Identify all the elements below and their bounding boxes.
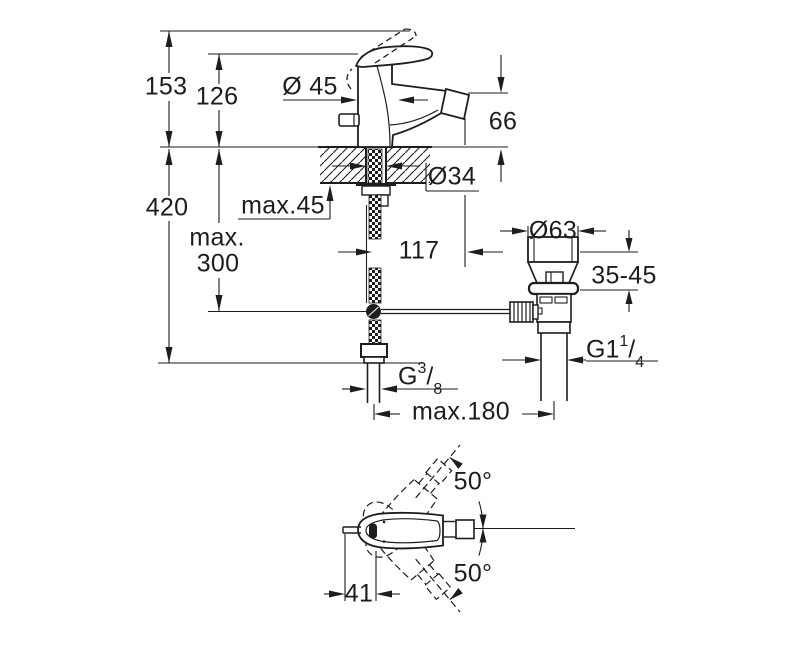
dim-label-max45: max.45 (241, 191, 325, 220)
g114-slash: / (628, 335, 636, 364)
lever-top-view-solid (342, 511, 575, 550)
dim-label-angle-top: 50° (453, 467, 493, 496)
drain-assembly (509, 236, 580, 401)
dim-label-max300-line1: max. (189, 223, 245, 252)
dim-label-g38: G3/8 (398, 360, 442, 398)
dim-label-diam34: Ø34 (427, 162, 477, 191)
dim-label-66: 66 (488, 107, 518, 136)
angle-arrowheads (449, 457, 487, 600)
supply-hose (356, 148, 396, 403)
dim-label-angle-bottom: 50° (453, 559, 493, 588)
dim-label-117: 117 (398, 236, 440, 265)
dim-label-max180: max.180 (412, 397, 510, 426)
g114-base: G1 (586, 335, 620, 364)
g38-denominator: 8 (433, 381, 443, 399)
dim-label-126: 126 (195, 82, 239, 111)
g38-slash: / (426, 362, 434, 391)
g114-denominator: 4 (635, 354, 645, 372)
dim-label-153: 153 (144, 72, 188, 101)
aerator (439, 87, 471, 121)
dim-label-420: 420 (145, 193, 189, 222)
dim-label-max300-line2: 300 (196, 249, 240, 278)
g114-numerator: 1 (619, 333, 629, 350)
dim-label-diam63: Ø63 (528, 216, 578, 245)
g38-numerator: 3 (417, 360, 427, 377)
handle-top-view (342, 444, 575, 613)
faucet-side-view (338, 28, 471, 148)
lever-raised-dashed (346, 28, 417, 90)
dim-label-diam45: Ø 45 (282, 72, 338, 101)
dimension-arrowheads (165, 31, 633, 598)
dimension-lines (168, 31, 658, 601)
dim-label-g114: G11/4 (586, 333, 644, 371)
faucet-body (357, 63, 448, 148)
linkage-rod (381, 308, 511, 315)
g38-base: G (398, 362, 418, 391)
pop-up-knob (338, 113, 360, 127)
temp-indicator (369, 523, 377, 539)
dim-label-41: 41 (344, 579, 374, 608)
dim-label-35-45: 35-45 (591, 261, 657, 290)
lever-handle (355, 45, 434, 68)
